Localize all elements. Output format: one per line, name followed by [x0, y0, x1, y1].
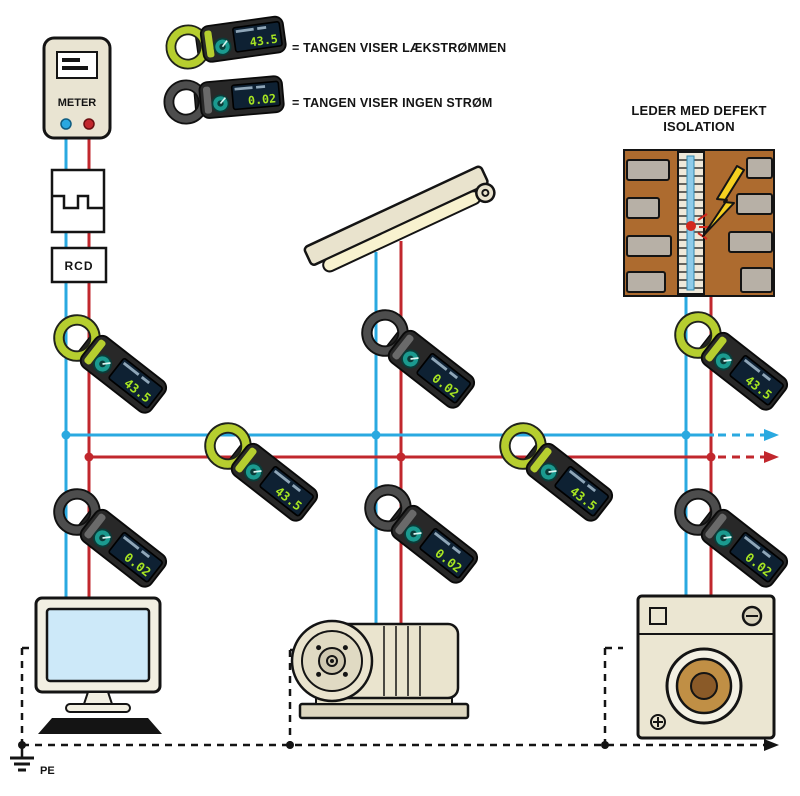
detergent-drawer — [649, 607, 667, 625]
lamp-end-cap — [475, 182, 496, 204]
fluorescent-lamp — [303, 165, 496, 273]
defect-title-line1: LEDER MED DEFEKT — [631, 103, 766, 118]
keyboard — [38, 718, 162, 734]
damaged-cable — [677, 151, 710, 295]
legend-leak-label: = TANGEN VISER LÆKSTRØMMEN — [292, 41, 506, 55]
defect-title-line2: ISOLATION — [663, 119, 735, 134]
brick-wall — [626, 157, 773, 293]
red-bus-arrow-icon — [764, 451, 779, 463]
electric-motor — [290, 619, 470, 720]
meter-terminal-red — [83, 118, 95, 130]
blue-junction-dot — [371, 430, 381, 440]
insulation-fault-spot — [686, 221, 696, 231]
meter-terminal-blue — [60, 118, 72, 130]
legend-none-label: = TANGEN VISER INGEN STRØM — [292, 96, 492, 110]
meter-label: METER — [58, 97, 97, 109]
rcd-label: RCD — [65, 259, 94, 273]
clamp-bus-right — [491, 414, 618, 527]
pe-junction-dot — [601, 741, 609, 749]
earth-ground-icon — [10, 745, 34, 772]
rcd-box — [50, 246, 108, 284]
monitor-screen — [45, 607, 151, 683]
blue-bus-arrow-icon — [764, 429, 779, 441]
clamp-lamp-line — [353, 301, 480, 414]
red-junction-dot — [84, 452, 94, 462]
pe-junction-dot — [286, 741, 294, 749]
clamp-supply-above-bus — [45, 306, 172, 419]
washer-screw-icon — [650, 714, 666, 730]
clamp-legend-leak — [164, 12, 288, 71]
defect-insulation-picture — [623, 149, 775, 297]
connector-blocks — [50, 168, 106, 234]
computer-monitor — [34, 596, 162, 734]
red-junction-dot — [396, 452, 406, 462]
clamp-legend-none — [163, 72, 285, 125]
clamp-bus-left — [196, 414, 323, 527]
meter-display — [56, 51, 98, 79]
blue-junction-dot — [61, 430, 71, 440]
electricity-meter — [42, 36, 112, 140]
lightning-bolt-icon — [702, 165, 745, 237]
pe-arrow-icon — [764, 739, 779, 751]
clamp-supply-below-bus — [45, 480, 172, 593]
red-junction-dot — [706, 452, 716, 462]
washing-machine — [636, 594, 776, 740]
pe-label: PE — [40, 765, 55, 777]
blue-junction-dot — [681, 430, 691, 440]
